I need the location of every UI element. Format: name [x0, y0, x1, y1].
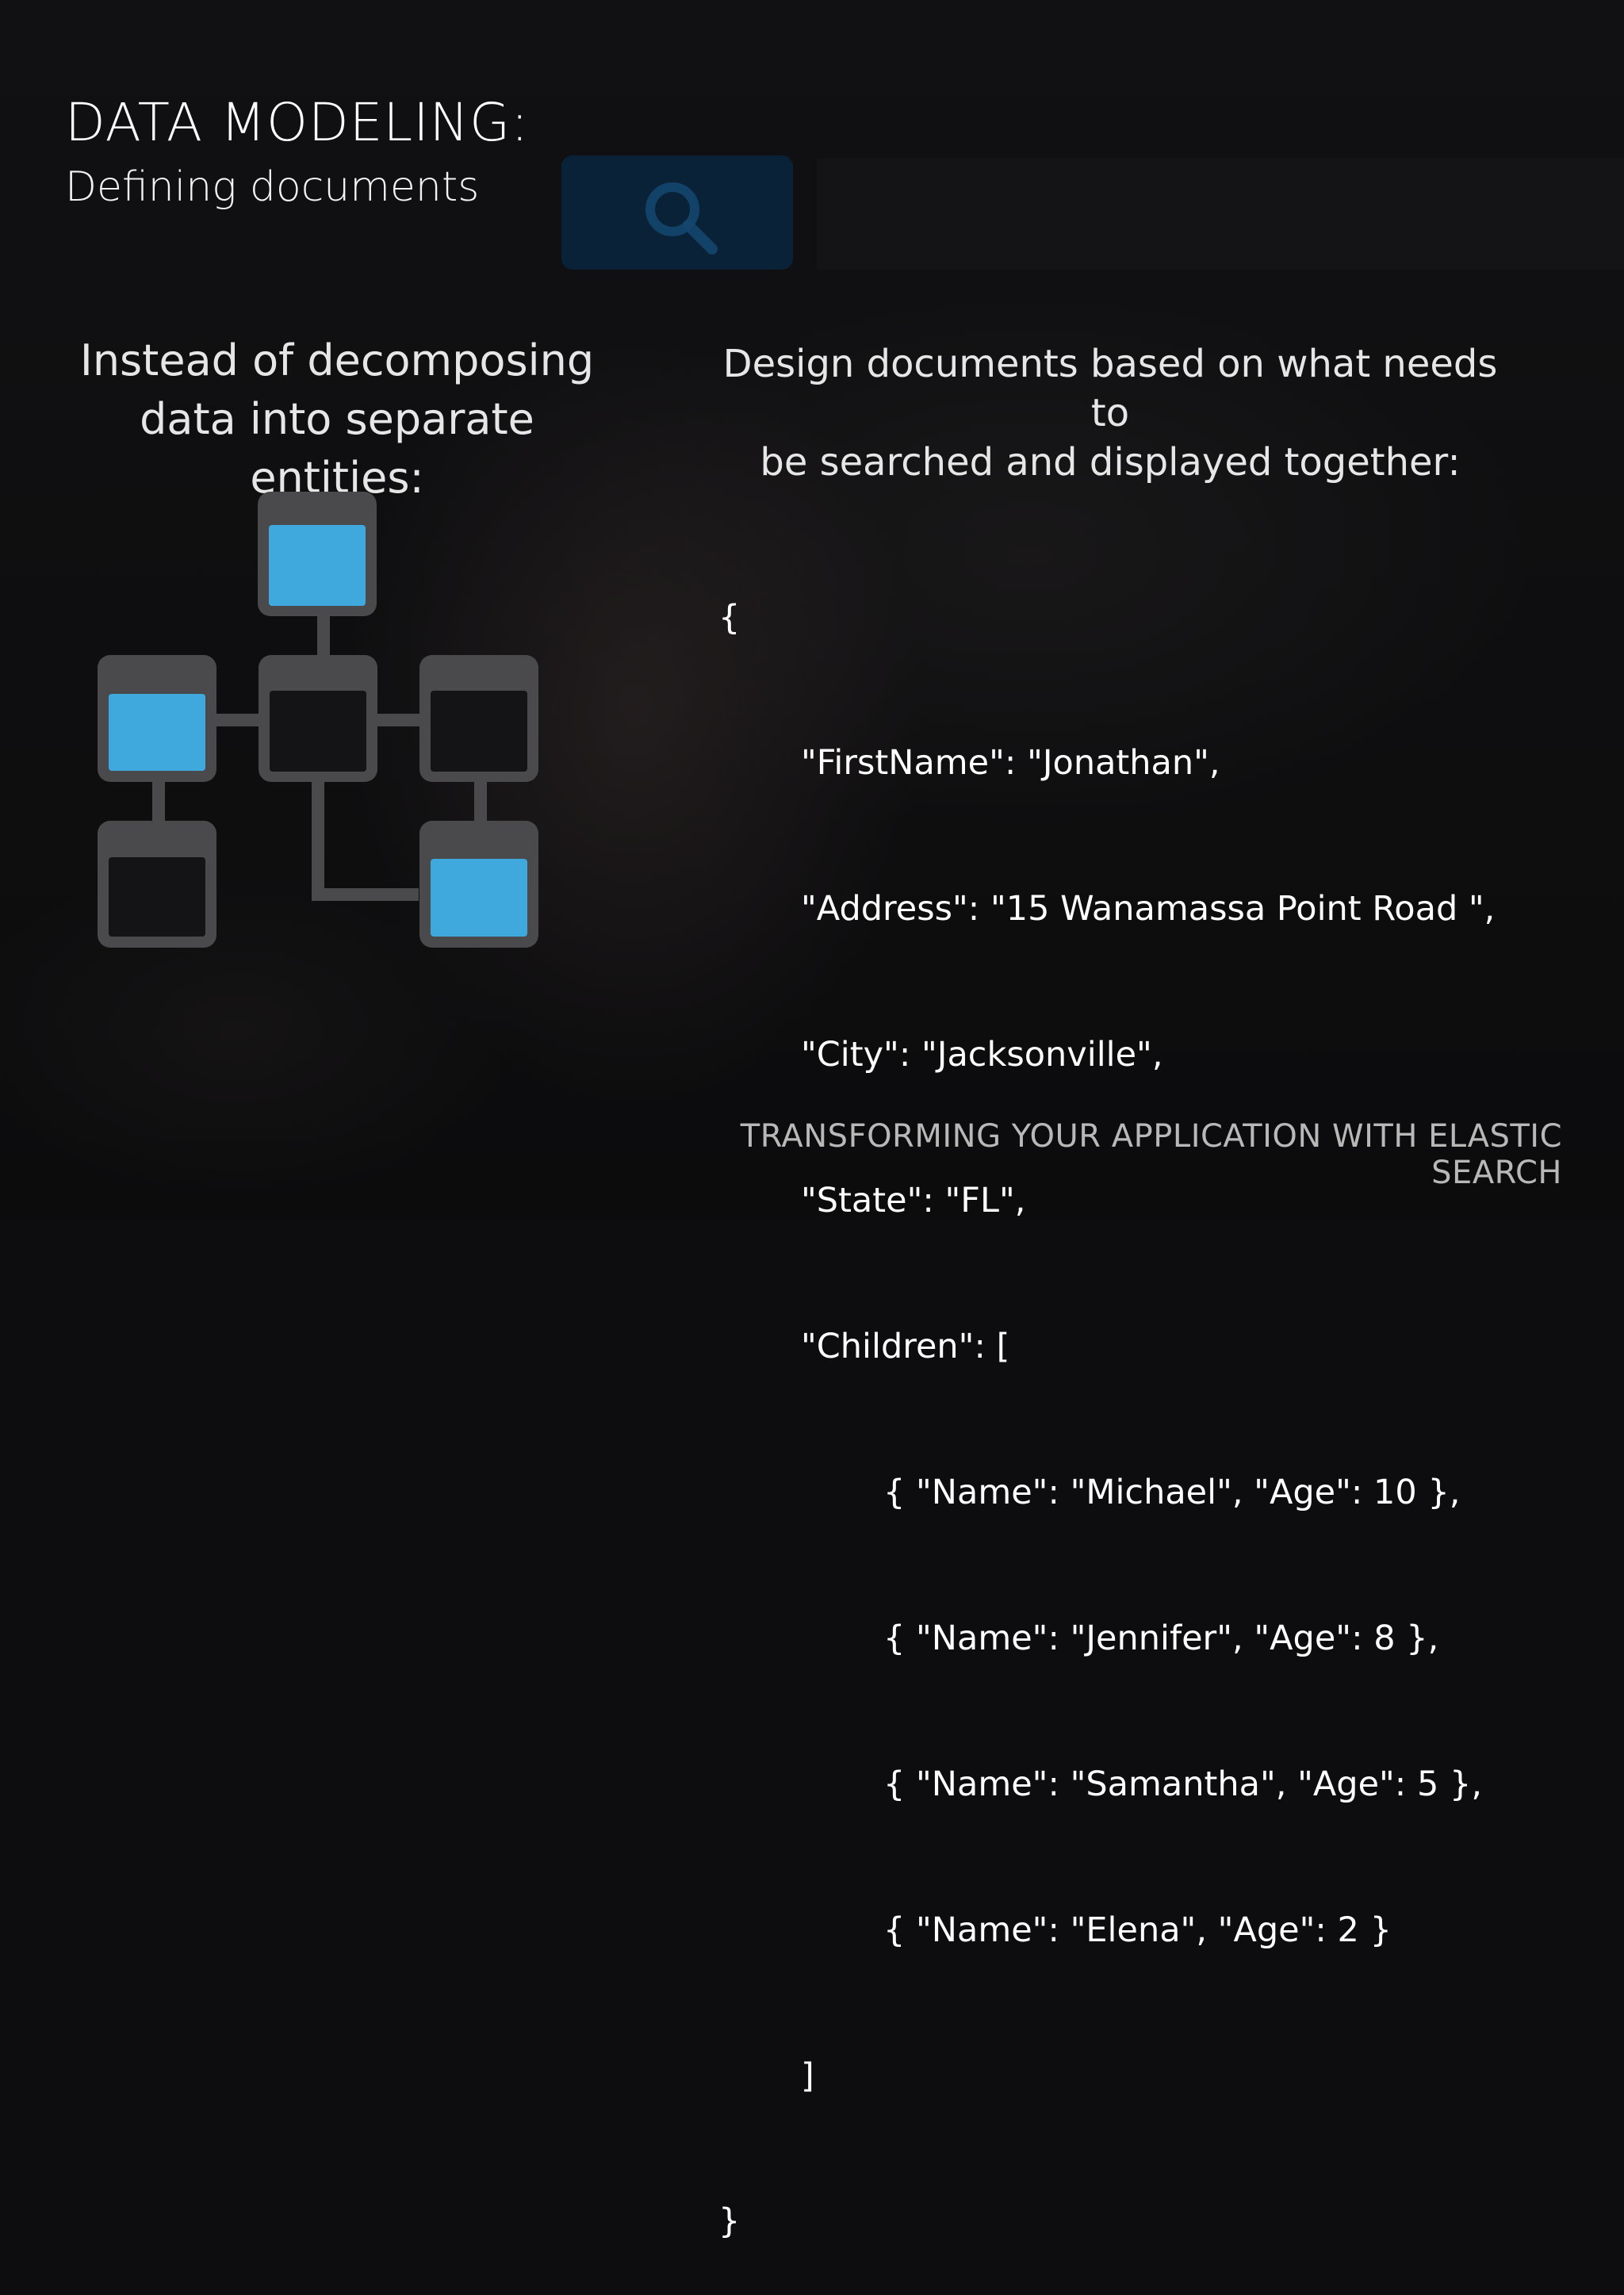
code-field-line: "City": "Jacksonville", [801, 1035, 1163, 1075]
code-child-line: { "Name": "Jennifer", "Age": 8 }, [883, 1618, 1439, 1658]
search-icon [645, 182, 718, 255]
slide-subtitle: Defining documents [65, 163, 480, 211]
entity-left [98, 655, 216, 782]
slide-footer: TRANSFORMING YOUR APPLICATION WITH ELAST… [740, 1118, 1562, 1191]
entity-right [419, 655, 538, 782]
code-field-line: "State": "FL", [801, 1181, 1026, 1221]
code-field-line: "Address": "15 Wanamassa Point Road ", [801, 889, 1496, 929]
entity-bottom-left [98, 821, 216, 948]
right-caption: Design documents based on what needs to … [698, 339, 1522, 487]
entity-center [259, 655, 377, 782]
code-open-brace: { [718, 597, 741, 638]
background-search-bar [817, 159, 1624, 270]
code-child-line: { "Name": "Samantha", "Age": 5 }, [883, 1764, 1483, 1804]
code-close-bracket: ] [801, 2056, 814, 2096]
entity-bottom-right [419, 821, 538, 948]
code-field-line: "FirstName": "Jonathan", [801, 743, 1220, 784]
slide-title: DATA MODELING: [65, 92, 530, 153]
right-caption-line: be searched and displayed together: [760, 440, 1461, 485]
code-close-brace: } [718, 2201, 741, 2242]
left-caption-line: Instead of decomposing [79, 335, 595, 385]
entity-connectors [152, 611, 487, 901]
entity-top [258, 492, 377, 616]
code-child-line: { "Name": "Elena", "Age": 2 } [883, 1910, 1392, 1950]
json-document-example: { "FirstName": "Jonathan", "Address": "1… [718, 496, 1495, 2295]
code-field-line: "Children": [ [801, 1327, 1010, 1367]
right-caption-line: Design documents based on what needs to [722, 342, 1498, 435]
code-child-line: { "Name": "Michael", "Age": 10 }, [883, 1472, 1461, 1512]
background-search-button [561, 155, 793, 270]
entity-diagram-icon [98, 492, 538, 948]
